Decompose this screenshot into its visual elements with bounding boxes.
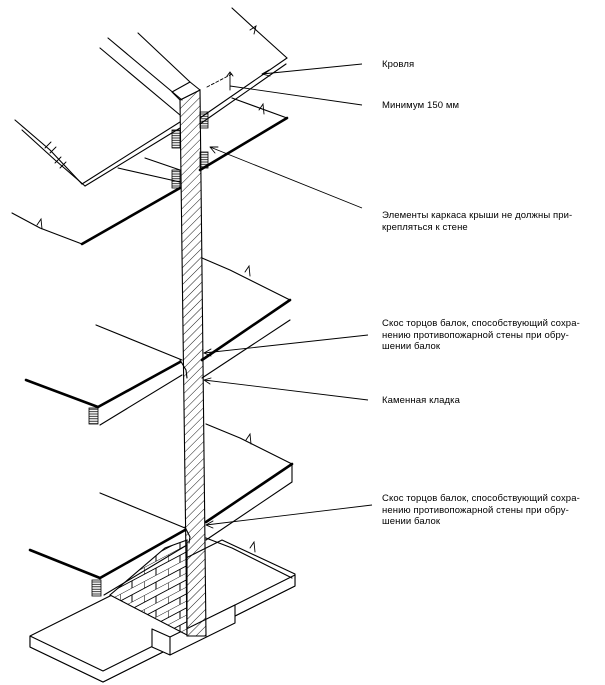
label-beam-bevel-upper: Скос торцов балок, способствующий сохра-… [382, 318, 580, 352]
leader-masonry [203, 379, 369, 401]
label-min-150: Минимум 150 мм [382, 100, 460, 111]
label-roof-frame: Элементы каркаса крыши не должны при- кр… [382, 210, 573, 233]
firewall [171, 81, 207, 637]
label-masonry: Каменная кладка [382, 395, 460, 406]
top-floor-left [11, 186, 182, 246]
middle-floor [24, 257, 292, 426]
label-beam-bevel-lower: Скос торцов балок, способствующий сохра-… [382, 493, 580, 527]
roof-right [198, 7, 289, 172]
lower-floor [28, 423, 294, 597]
leader-bevel-lower [205, 504, 373, 526]
leader-lines [203, 63, 373, 529]
leader-bevel-upper [203, 334, 369, 354]
leader-roof-frame [209, 146, 363, 209]
roof-rafters-left [14, 32, 191, 189]
label-roof: Кровля [382, 59, 415, 70]
leader-min-150 [229, 85, 363, 106]
leader-roof [261, 63, 363, 75]
